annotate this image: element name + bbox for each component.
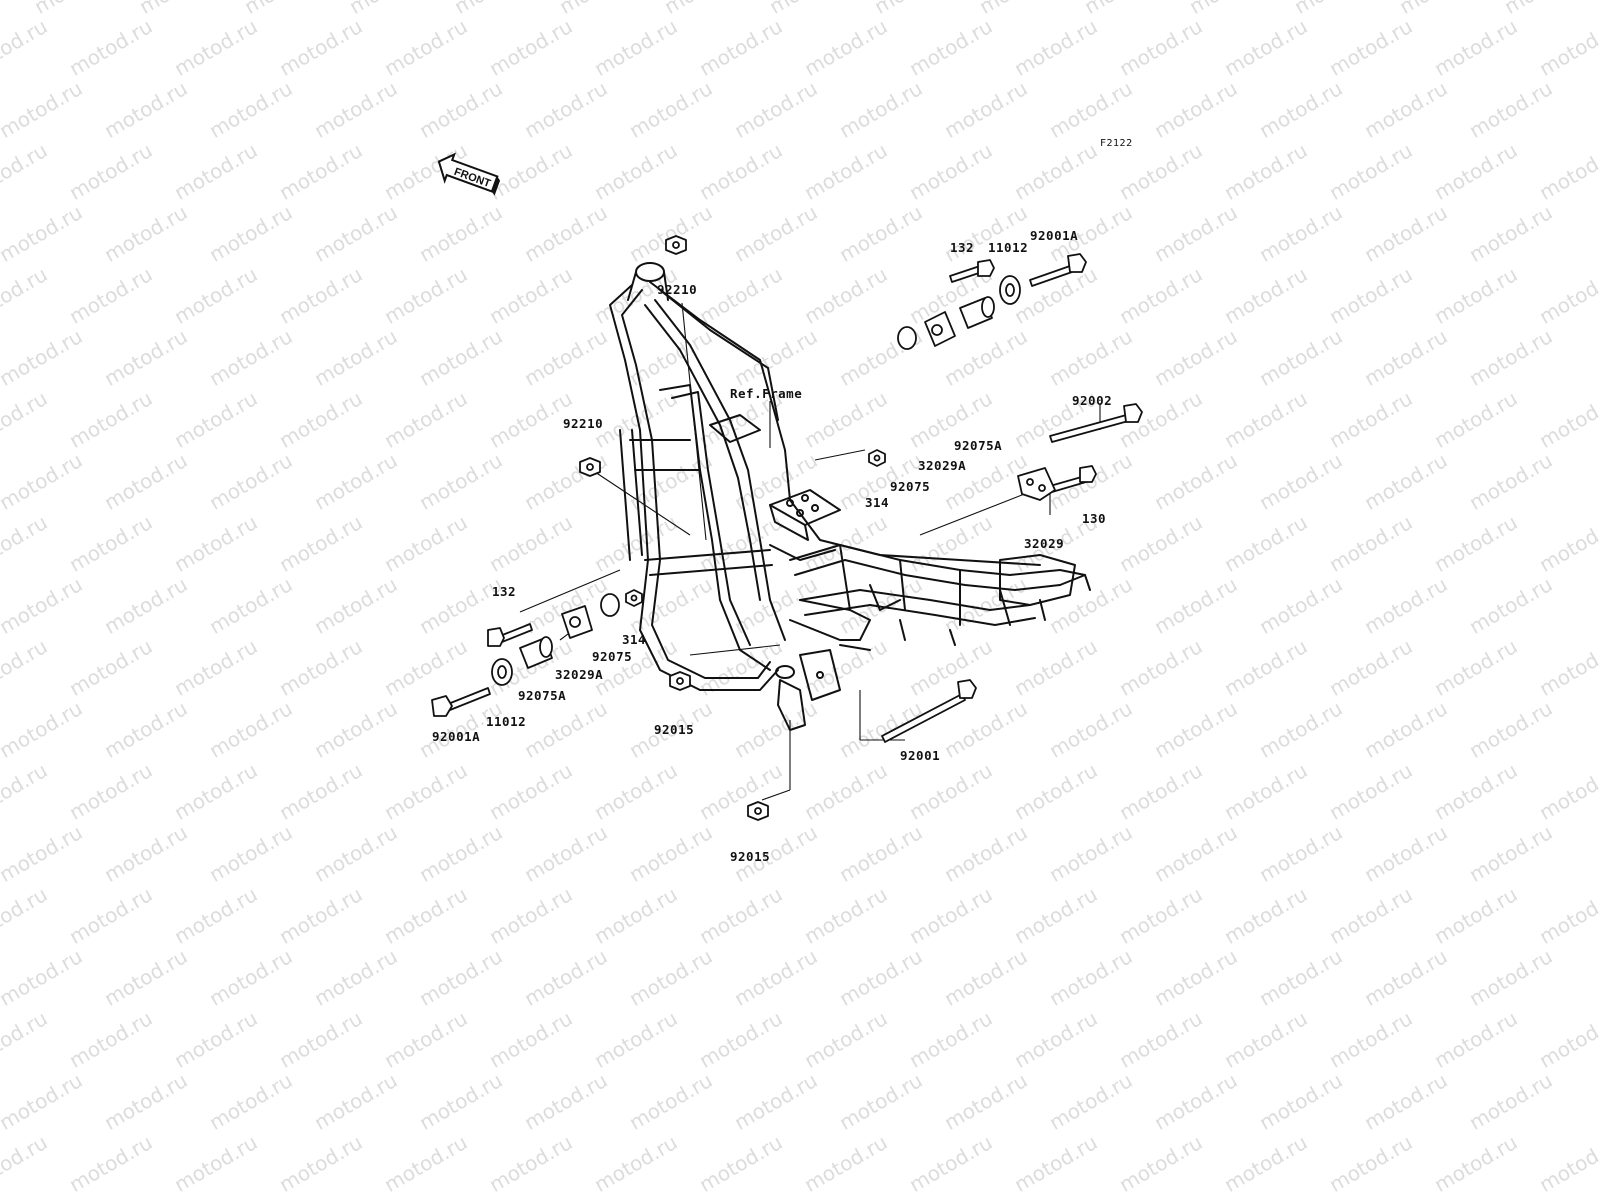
- bolt-132-right: [949, 259, 995, 283]
- label-92015-bottom: 92015: [730, 849, 771, 864]
- label-132-right: 132: [950, 240, 975, 255]
- label-92210-top: 92210: [657, 282, 698, 297]
- frame-downtubes: [609, 284, 779, 691]
- bolt-130: [1049, 465, 1097, 493]
- washer-11012-left: [491, 658, 513, 686]
- ref-frame-label: Ref.Frame: [730, 386, 803, 401]
- figure-code: F2122: [1100, 138, 1133, 149]
- bushing-92075-right: [897, 326, 917, 350]
- label-32029: 32029: [1024, 536, 1065, 551]
- label-92075-right: 92075: [890, 479, 931, 494]
- label-92002: 92002: [1072, 393, 1113, 408]
- bolt-92002: [1049, 403, 1143, 443]
- label-314-right: 314: [865, 495, 890, 510]
- label-92001A-right: 92001A: [1030, 228, 1079, 243]
- nut-314-right: [868, 449, 886, 467]
- nut-92015-bottom: [747, 801, 769, 821]
- label-92001: 92001: [900, 748, 941, 763]
- label-11012-right: 11012: [988, 240, 1029, 255]
- bushing-92075A-right: [959, 296, 995, 329]
- front-arrow-icon: FRONT: [437, 152, 501, 196]
- frame-plate: [709, 414, 841, 541]
- label-92001A-left: 92001A: [432, 729, 481, 744]
- label-32029A-right: 32029A: [918, 458, 967, 473]
- bracket-32029: [1017, 467, 1056, 501]
- frame-rear-subframe: [789, 544, 1091, 646]
- label-92075A-left: 92075A: [518, 688, 567, 703]
- label-92210-left: 92210: [563, 416, 604, 431]
- washer-11012-right: [999, 275, 1021, 305]
- label-132-left: 132: [492, 584, 517, 599]
- bolt-92001: [881, 679, 977, 743]
- label-314-left: 314: [622, 632, 647, 647]
- bolt-92001A-right: [1029, 253, 1087, 287]
- label-32029A-left: 32029A: [555, 667, 604, 682]
- frame-cross-tubes: [629, 439, 836, 576]
- nut-92210-top: [665, 235, 687, 255]
- bushing-92075A-left: [519, 636, 553, 669]
- collar-32029A-right: [924, 311, 956, 347]
- label-92075A-right: 92075A: [954, 438, 1003, 453]
- nut-92015-mid: [669, 671, 691, 691]
- collar-32029A-left: [561, 605, 593, 639]
- label-130: 130: [1082, 511, 1107, 526]
- label-92015-mid: 92015: [654, 722, 695, 737]
- nut-92210-left: [579, 457, 601, 477]
- nut-314-left: [625, 589, 643, 607]
- frame-pivot: [775, 599, 871, 731]
- bolt-92001A-left: [431, 687, 491, 717]
- bolt-132-left: [487, 623, 533, 647]
- bushing-92075-left: [600, 593, 620, 617]
- label-92075-left: 92075: [592, 649, 633, 664]
- label-11012-left: 11012: [486, 714, 527, 729]
